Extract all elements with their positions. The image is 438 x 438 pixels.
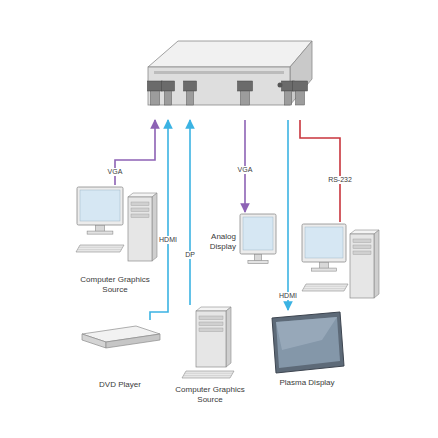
key-row	[183, 375, 231, 376]
device-node: Plasma Display	[262, 310, 352, 390]
key-row	[305, 286, 347, 287]
cable-plug	[296, 91, 305, 105]
drive-bay	[199, 322, 223, 326]
device-illustration	[140, 35, 316, 120]
tower-side	[152, 193, 157, 261]
keyboard	[182, 371, 234, 378]
cable-plug	[165, 91, 172, 105]
tower-front	[128, 197, 152, 261]
dvd-front	[82, 334, 106, 348]
switcher-node	[140, 35, 316, 120]
rear-port	[162, 81, 175, 91]
key-row	[303, 288, 345, 289]
key-row	[79, 247, 123, 248]
rear-port	[148, 81, 163, 91]
signal-label: HDMI	[158, 236, 178, 244]
device-illustration	[300, 222, 380, 302]
monitor-frame	[240, 214, 276, 254]
drive-bay	[199, 316, 223, 320]
drive-bay	[199, 328, 223, 332]
rear-port	[184, 81, 197, 91]
cable-plug	[151, 91, 160, 105]
dvd-side	[106, 334, 160, 348]
tower-side	[374, 230, 379, 298]
device-label: Plasma Display	[262, 378, 352, 388]
device-label: Analog Display	[198, 232, 236, 252]
device-illustration	[262, 310, 352, 375]
key-row	[185, 373, 233, 374]
signal-cable	[150, 120, 168, 320]
device-node: Computer Graphics Source	[168, 305, 252, 407]
drive-bay	[353, 245, 371, 249]
device-illustration	[78, 320, 162, 354]
signal-label: DP	[184, 251, 196, 259]
device-node	[300, 222, 380, 302]
screen-glare	[276, 317, 337, 350]
rear-port	[293, 81, 308, 91]
device-illustration	[72, 185, 158, 273]
tower-top	[196, 307, 231, 311]
tower-front	[196, 311, 226, 367]
tower-side	[226, 307, 231, 367]
device-label: Computer Graphics Source	[168, 385, 252, 405]
device-node: DVD Player	[78, 320, 162, 392]
drive-bay	[131, 208, 149, 212]
monitor-frame	[302, 224, 346, 262]
device-label: DVD Player	[78, 380, 162, 390]
keyboard	[302, 284, 348, 291]
signal-cable	[287, 120, 289, 310]
tower-front	[350, 234, 374, 298]
rear-port	[238, 81, 253, 91]
monitor-frame	[77, 187, 123, 225]
drive-bay	[353, 239, 371, 243]
switcher-top	[148, 41, 312, 67]
drive-bay	[353, 251, 371, 255]
panel-strip	[154, 71, 284, 74]
switcher-rear-panel	[148, 67, 290, 105]
signal-cable	[300, 120, 340, 222]
signal-label: HDMI	[278, 292, 298, 300]
cable-plug	[187, 91, 194, 105]
monitor-screen	[80, 190, 120, 221]
signal-label: VGA	[107, 168, 124, 176]
power-socket	[278, 83, 283, 88]
key-row	[77, 249, 121, 250]
device-illustration	[168, 305, 252, 383]
keyboard	[76, 245, 124, 252]
signal-cable	[189, 120, 191, 305]
monitor-screen	[243, 217, 273, 250]
signal-label: VGA	[237, 166, 254, 174]
plasma-bezel	[272, 312, 344, 373]
switcher-side	[290, 41, 312, 105]
device-label: Computer Graphics Source	[72, 275, 158, 295]
device-node: Computer Graphics Source	[72, 185, 158, 297]
monitor-base	[87, 231, 113, 234]
device-node: Analog Display	[198, 212, 278, 282]
monitor-base	[248, 260, 268, 263]
monitor-screen	[305, 227, 343, 258]
cable-plug	[241, 91, 250, 105]
drive-bay	[131, 202, 149, 206]
signal-label: RS-232	[327, 176, 353, 184]
monitor-base	[312, 268, 337, 271]
cable-plug	[285, 91, 292, 105]
drive-bay	[131, 214, 149, 218]
plasma-screen	[276, 317, 340, 368]
